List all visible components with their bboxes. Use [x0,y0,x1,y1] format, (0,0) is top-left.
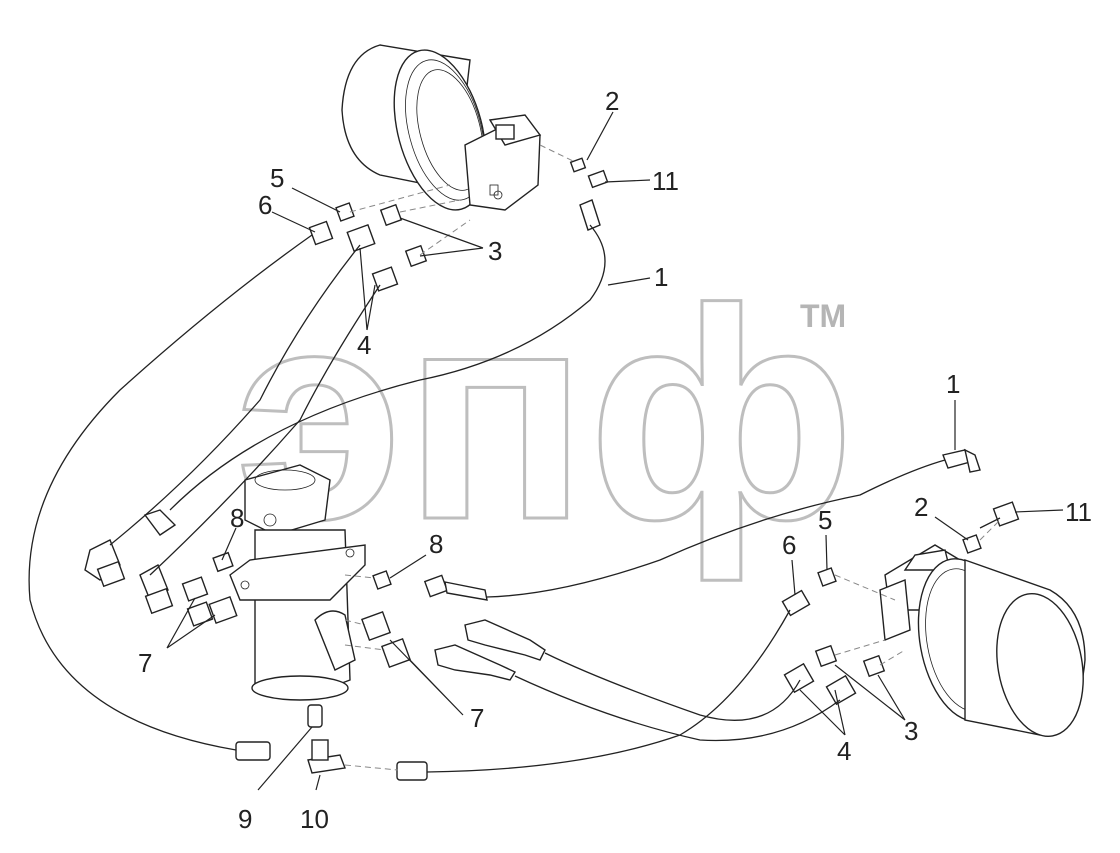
fittings-top-right [539,144,609,231]
callout-3-right: 3 [904,716,918,746]
callout-6-right: 6 [782,530,796,560]
swivel-joint [229,464,366,701]
callout-11-top: 11 [652,166,679,196]
fittings-bottom [235,704,428,781]
callout-3-top: 3 [488,236,502,266]
callout-1-right: 1 [946,369,960,399]
callout-5-left: 5 [270,163,284,193]
fittings-middle [344,570,546,681]
watermark: эпф TM [234,245,857,586]
callout-5-right: 5 [818,505,832,535]
callout-1-top: 1 [654,262,668,292]
callout-8-left: 8 [230,503,244,533]
callout-11-right: 11 [1065,497,1092,527]
callout-9: 9 [238,804,252,834]
travel-motor-right [879,544,1086,737]
callout-2-top: 2 [605,86,619,116]
fittings-top-left [308,184,471,292]
callout-4-top: 4 [357,330,371,360]
watermark-logo: эпф [235,246,855,584]
hoses [28,224,1001,773]
callout-7-mid: 7 [470,703,484,733]
callout-2-right: 2 [914,492,928,522]
callout-labels: 2 11 5 6 3 1 4 8 8 7 7 9 10 1 2 11 6 5 4… [138,86,1092,834]
leader-lines [166,111,1064,791]
elbow-fittings-left [84,509,238,627]
callout-6-left: 6 [258,190,272,220]
callout-7-left: 7 [138,648,152,678]
fittings-right [781,448,1020,706]
callout-8-mid: 8 [429,529,443,559]
travel-motor-top [341,44,542,211]
callout-10: 10 [300,804,329,834]
callout-4-right: 4 [837,736,851,766]
watermark-tm: TM [800,298,846,334]
